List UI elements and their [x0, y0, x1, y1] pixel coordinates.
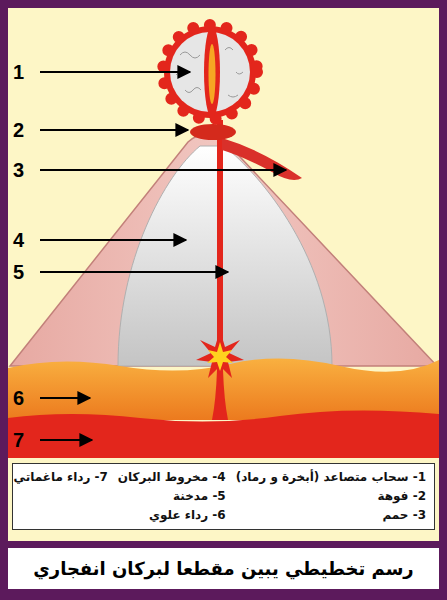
caption-band	[8, 548, 439, 589]
callout-number: 7	[13, 429, 24, 451]
leader-arrow	[40, 129, 188, 131]
callout-number: 3	[13, 159, 24, 181]
key-entry: 7- رداء ماغماتي	[14, 469, 108, 485]
key-entry: 3- حمم	[236, 507, 426, 523]
leader-arrow	[40, 239, 186, 241]
outer-cone	[10, 134, 437, 366]
leader-arrow	[40, 271, 228, 273]
leader-arrow	[40, 71, 190, 73]
lava-flow	[222, 138, 302, 180]
leader-arrows	[40, 72, 286, 440]
eruption-flame	[209, 44, 216, 104]
key-entry: 6- رداء علوي	[118, 507, 226, 523]
callout-number: 5	[13, 261, 24, 283]
key-entry: 1- سحاب متصاعد (أبخرة و رماد)	[236, 469, 426, 485]
key-box: 1- سحاب متصاعد (أبخرة و رماد) 2- فوهة 3- ح…	[12, 463, 435, 530]
callout-number: 6	[13, 387, 24, 409]
eruption-column	[204, 26, 220, 118]
key-entry: 4- مخروط البركان	[118, 469, 226, 485]
callout-number: 1	[13, 61, 24, 83]
caption: رسم تخطيطي يبين مقطعا لبركان انفجاري	[33, 558, 413, 579]
callout-number: 4	[13, 229, 24, 251]
key-entry: 2- فوهة	[236, 488, 426, 504]
leader-arrow	[40, 397, 90, 399]
crater	[190, 124, 236, 140]
magma-conduit	[212, 370, 228, 420]
explosion	[196, 330, 244, 378]
leader-arrow	[40, 439, 92, 441]
background	[8, 8, 439, 541]
key-entry: 5- مدخنة	[118, 488, 226, 504]
callout-number: 2	[13, 119, 24, 141]
leader-arrow	[40, 169, 286, 171]
explosion-core	[207, 342, 233, 371]
